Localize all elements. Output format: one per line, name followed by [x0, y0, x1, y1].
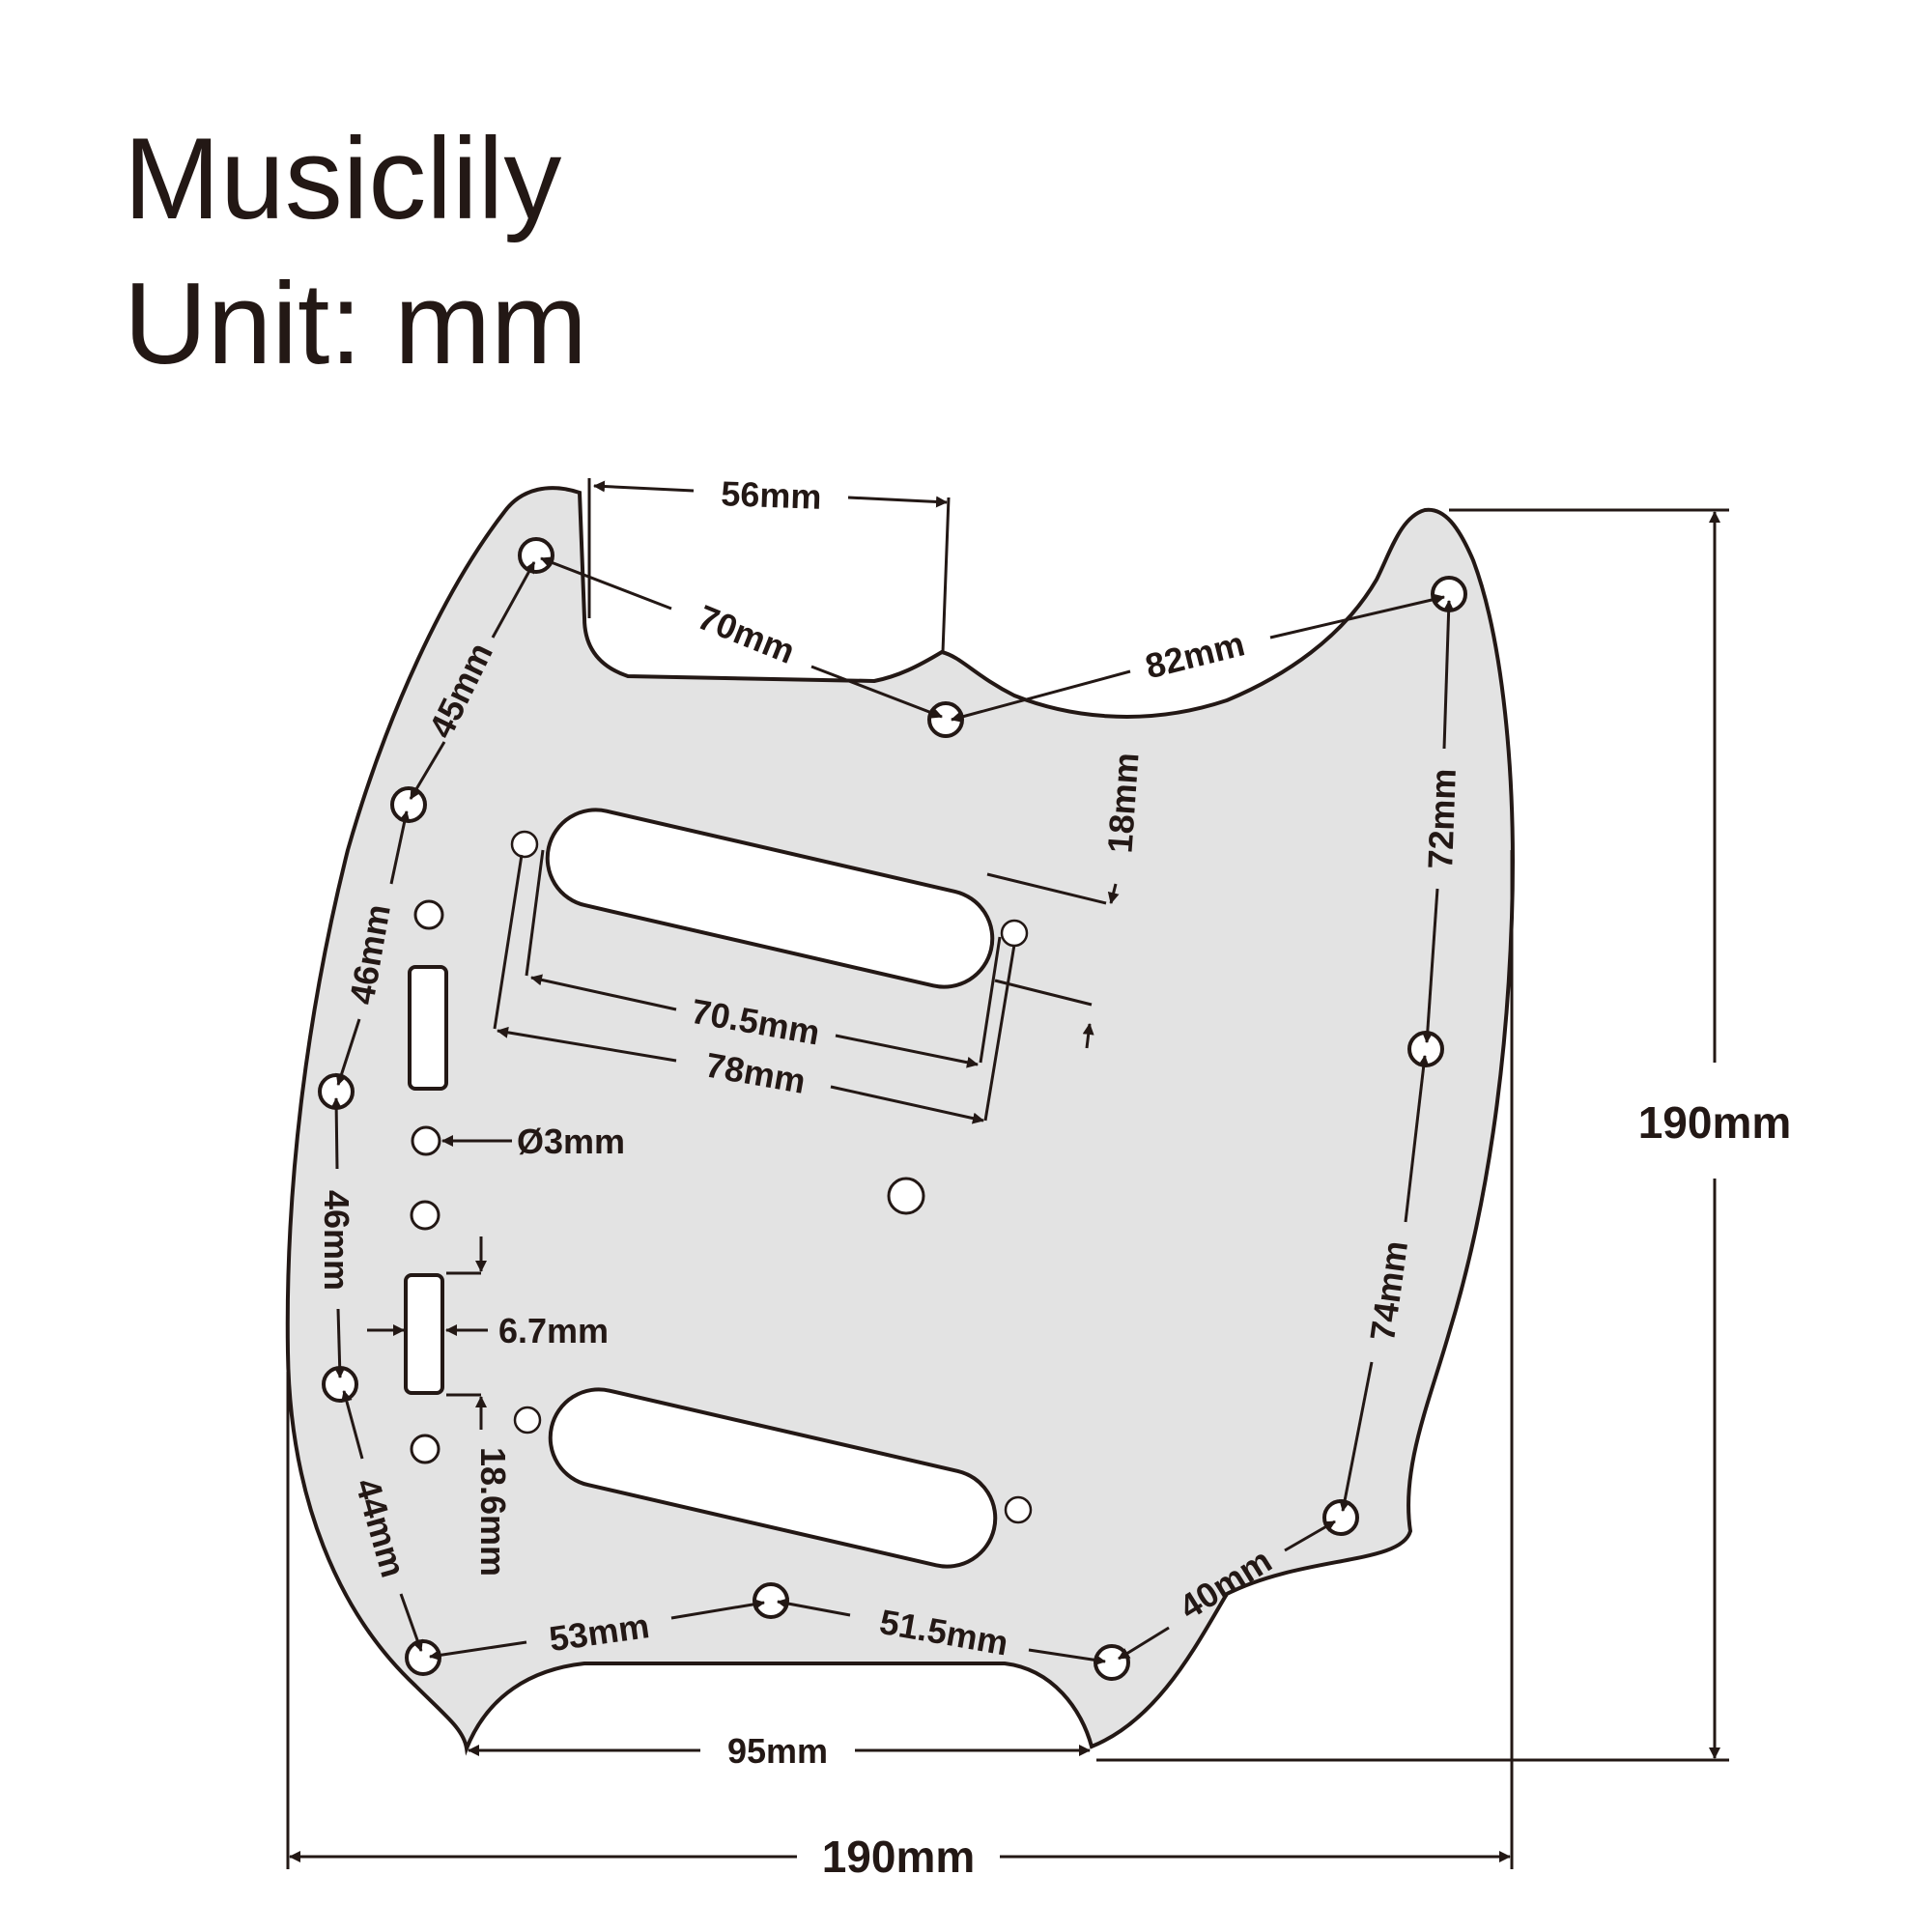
switch-slot-upper	[408, 965, 448, 1091]
dim-label-hole-diameter: Ø3mm	[517, 1122, 625, 1161]
dim-label-46-lower: 46mm	[317, 1190, 356, 1291]
bridge-pickup-cutout	[548, 1387, 998, 1569]
pickup-mount-hole	[513, 1406, 542, 1435]
dim-label-6-7: 6.7mm	[498, 1311, 609, 1350]
control-hole	[887, 1177, 925, 1215]
dimension-lines	[286, 478, 1729, 1869]
dim-label-total-width: 190mm	[822, 1832, 976, 1882]
dim-label-total-height: 190mm	[1638, 1097, 1792, 1148]
switch-hole	[411, 1125, 441, 1156]
dim-label-95: 95mm	[727, 1731, 828, 1771]
dim-label-72: 72mm	[1420, 768, 1463, 869]
dim-label-56: 56mm	[721, 473, 822, 517]
switch-hole	[410, 1200, 440, 1231]
pickup-mount-hole	[1004, 1495, 1033, 1524]
unit-label: Unit: mm	[124, 259, 587, 388]
dim-label-82: 82mm	[1142, 623, 1249, 686]
dim-label-18: 18mm	[1099, 752, 1146, 855]
switch-slot-lower	[404, 1273, 444, 1395]
neck-pickup-cutout	[545, 808, 995, 989]
pickup-mount-hole	[1000, 919, 1029, 948]
brand-title: Musiclily	[124, 114, 562, 243]
switch-hole	[413, 899, 444, 930]
dim-label-70: 70mm	[693, 597, 801, 671]
header: Musiclily Unit: mm	[124, 106, 993, 396]
dim-label-18-6: 18.6mm	[473, 1447, 513, 1577]
switch-hole	[410, 1434, 440, 1464]
pickup-mount-hole	[510, 830, 539, 859]
